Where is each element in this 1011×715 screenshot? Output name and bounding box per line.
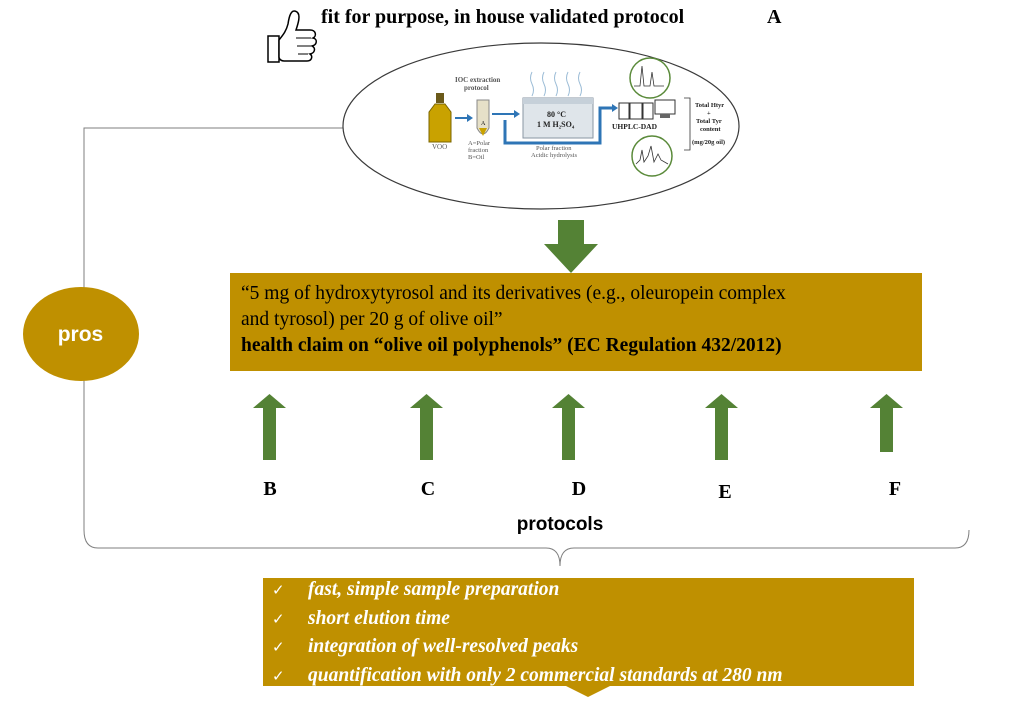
- hydrolysis-label-1: Polar fraction: [536, 145, 572, 152]
- pros-item-text: fast, simple sample preparation: [308, 579, 560, 600]
- voo-label: VOO: [432, 143, 448, 151]
- thumbs-up-icon: [267, 10, 317, 63]
- arrow-D: [552, 394, 585, 460]
- chromatogram-top: [629, 57, 671, 99]
- chromatogram-bottom: [631, 135, 673, 177]
- tube-letter: A: [481, 121, 486, 127]
- tube-label-1: A=Polar: [468, 140, 491, 147]
- pros-item: ✓ quantification with only 2 commercial s…: [272, 662, 912, 691]
- pros-item-text: short elution time: [308, 607, 450, 629]
- result-label-2: +: [707, 110, 711, 117]
- check-icon: ✓: [272, 581, 285, 599]
- protocol-label-F: F: [888, 478, 902, 500]
- result-label-3: Total Tyr: [696, 118, 722, 125]
- pros-item: ✓ integration of well-resolved peaks: [272, 633, 912, 662]
- hydrolysis-label-2: Acidic hydrolysis: [531, 152, 578, 159]
- pros-item-text: quantification with only 2 commercial st…: [308, 664, 783, 686]
- protocol-arrows: [253, 394, 903, 460]
- check-icon: ✓: [272, 666, 285, 685]
- protocol-label-B: B: [263, 478, 277, 500]
- pros-item: ✓ fast, simple sample preparation: [272, 576, 912, 605]
- arrow-B: [253, 394, 286, 460]
- pros-item: ✓ short elution time: [272, 605, 912, 634]
- pros-list: ✓ fast, simple sample preparation ✓ short …: [272, 576, 912, 690]
- tube-label-2: fraction: [468, 147, 489, 154]
- result-label-1: Total Htyr: [695, 102, 725, 109]
- instrument-label: UHPLC-DAD: [612, 122, 657, 131]
- protocol-a-label: A: [767, 6, 782, 28]
- claim-line-2: and tyrosol) per 20 g of olive oil”: [241, 309, 503, 330]
- protocols-label: protocols: [516, 514, 604, 535]
- protocols-brace: [83, 529, 970, 567]
- protocol-label-C: C: [420, 478, 436, 500]
- result-label-5: (mg/20g oil): [692, 139, 726, 146]
- check-icon: ✓: [272, 638, 285, 656]
- claim-line-1: “5 mg of hydroxytyrosol and its derivati…: [241, 283, 786, 304]
- bottle-cap: [436, 93, 444, 103]
- check-icon: ✓: [272, 609, 285, 628]
- health-claim-box: “5 mg of hydroxytyrosol and its derivati…: [230, 273, 922, 371]
- tube-label-3: B=Oil: [468, 154, 485, 161]
- loop-connector-line: [83, 127, 343, 530]
- bath-acid: 1 M H₂SO₄: [537, 120, 575, 129]
- arrow-C: [410, 394, 443, 460]
- claim-line-3: health claim on “olive oil polyphenols” …: [241, 335, 782, 356]
- protocol-label-E: E: [718, 481, 732, 503]
- result-label-4: content: [700, 126, 721, 133]
- down-arrow: [544, 220, 598, 273]
- ioc-title-2: protocol: [464, 84, 489, 92]
- workflow-illustration: [428, 57, 691, 177]
- pros-label: pros: [57, 322, 104, 346]
- pros-ellipse: [23, 287, 139, 381]
- arrow-E: [705, 394, 738, 460]
- arrow-F: [870, 394, 903, 452]
- protocol-label-D: D: [571, 478, 587, 500]
- bath-temp: 80 °C: [547, 110, 566, 119]
- oil-bottle: [428, 103, 452, 143]
- pros-banner: [263, 578, 914, 697]
- pros-item-text: integration of well-resolved peaks: [308, 636, 579, 657]
- ioc-title: IOC extraction: [455, 76, 501, 84]
- page-title: fit for purpose, in house validated prot…: [321, 6, 685, 28]
